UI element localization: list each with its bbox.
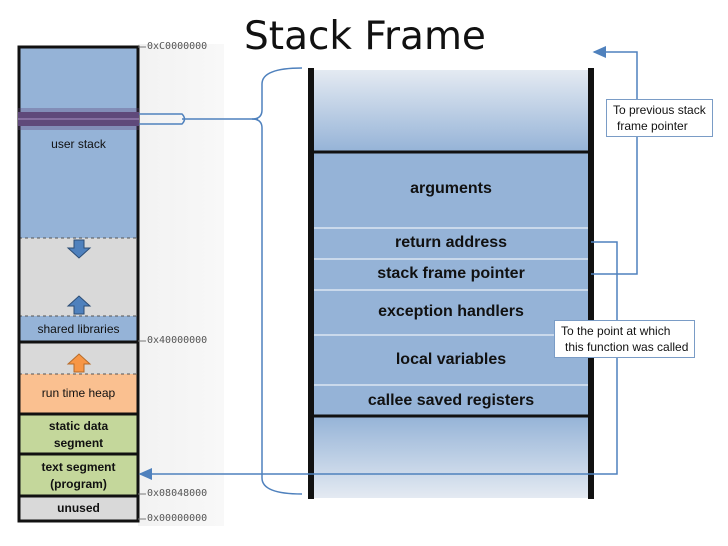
stack-frame <box>308 68 594 499</box>
frame-exception-handlers-label: exception handlers <box>378 303 524 320</box>
frame-return-address-label: return address <box>394 234 508 251</box>
libraries-grow-up-arrow-icon <box>66 295 92 315</box>
text-segment-label-line2: (program) <box>50 477 107 491</box>
stack-grow-down-arrow-icon <box>66 239 92 259</box>
frame-local-variables-label: local variables <box>395 351 507 368</box>
address-text: 0x08048000 <box>147 488 208 499</box>
call-point-callout-line1: To the point at which <box>561 324 671 338</box>
user-stack-label: user stack <box>51 137 106 151</box>
text-segment-region <box>19 454 138 496</box>
shared-libraries-region <box>19 316 138 342</box>
previous-frame-callout-line1: To previous stack <box>613 103 706 117</box>
memory-map-border <box>17 45 140 523</box>
text-segment-label-line1: text segment <box>41 460 116 474</box>
static-data-label-line1: static data <box>48 419 109 433</box>
previous-frame-callout: To previous stack frame pointer <box>606 99 713 137</box>
address-libs: 0x40000000 <box>147 335 208 346</box>
run-time-heap-region <box>19 374 138 414</box>
memory-column-shadow <box>138 44 224 526</box>
shared-libraries-label: shared libraries <box>37 322 120 336</box>
frame-body <box>311 152 591 416</box>
static-data-label-line2: segment <box>53 436 104 450</box>
address-zero: 0x00000000 <box>147 513 208 524</box>
frame-bottom-gradient <box>311 416 591 498</box>
unused-label: unused <box>57 501 100 515</box>
frame-arguments-label: arguments <box>410 180 492 197</box>
page-title: Stack Frame <box>244 14 486 59</box>
previous-frame-arrow <box>591 46 638 275</box>
call-point-callout: To the point at which this function was … <box>554 320 696 358</box>
static-data-region <box>19 414 138 454</box>
memory-map <box>17 45 140 523</box>
zoom-bracket <box>251 67 303 495</box>
run-time-heap-label: run time heap <box>41 386 116 400</box>
return-address-arrow <box>138 241 618 480</box>
address-top: 0xC0000000 <box>147 41 208 52</box>
frame-stack-frame-pointer-label: stack frame pointer <box>377 265 525 282</box>
unused-region <box>19 496 138 520</box>
frame-callee-saved-registers-label: callee saved registers <box>367 392 535 409</box>
user-stack-region <box>19 47 138 238</box>
call-point-callout-line2: this function was called <box>565 340 689 354</box>
frame-top-gradient <box>311 70 591 152</box>
heap-grow-up-arrow-icon <box>66 353 92 373</box>
previous-frame-callout-line2: frame pointer <box>617 119 688 133</box>
